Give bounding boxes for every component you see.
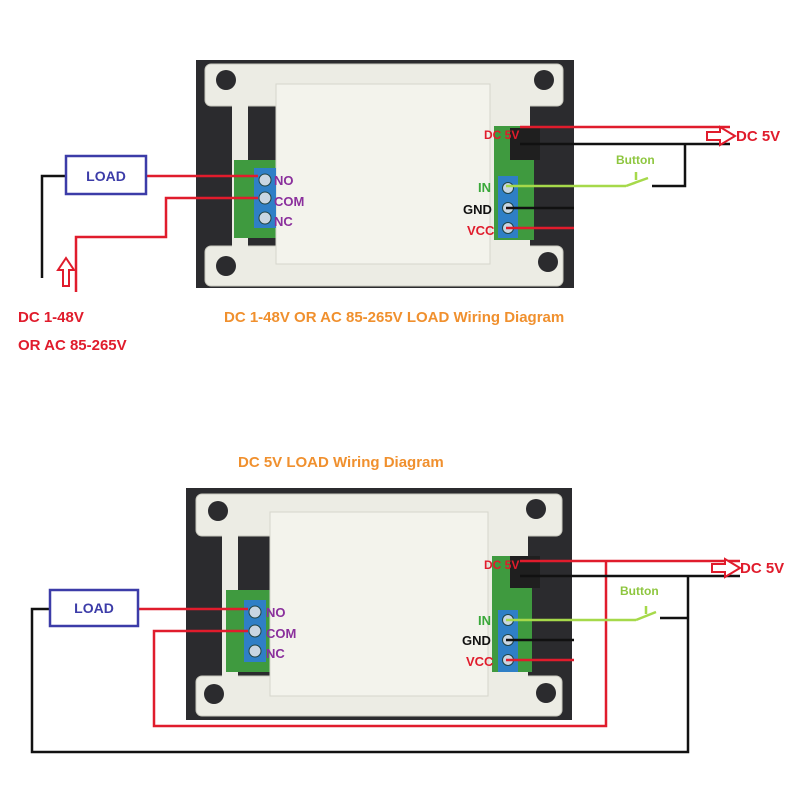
terminal-no-label: NO: [266, 605, 286, 620]
terminal-screw: [248, 605, 262, 619]
mounting-hole: [534, 70, 554, 90]
load-label: LOAD: [74, 600, 114, 616]
in-label: IN: [478, 180, 491, 195]
gnd-label: GND: [463, 202, 492, 217]
diagram-1: LOAD NO COM NC DC 5V IN GND VCC Button D…: [18, 60, 780, 354]
wire-load-return: [40, 174, 66, 278]
relay-module-2: [186, 488, 572, 720]
dc-input-label: DC 5V: [484, 558, 519, 572]
button-switch-lever: [635, 610, 657, 622]
diagram-2: DC 5V LOAD Wiring Diagram: [30, 454, 784, 754]
button-label: Button: [616, 153, 655, 167]
diagram-1-title: DC 1-48V OR AC 85-265V LOAD Wiring Diagr…: [224, 309, 564, 326]
wires-1: [40, 125, 730, 292]
terminal-com-label: COM: [274, 194, 304, 209]
wire-com-loop: [152, 561, 608, 728]
load-label: LOAD: [86, 168, 126, 184]
mounting-hole: [526, 499, 546, 519]
terminal-screw: [502, 182, 514, 194]
dc-input-label: DC 5V: [484, 128, 519, 142]
wire-button-return: [652, 144, 687, 188]
mounting-hole: [208, 501, 228, 521]
terminal-screw: [248, 644, 262, 658]
load-box: [48, 588, 140, 628]
supply-arrow-icon: [56, 256, 76, 287]
button-label: Button: [620, 584, 659, 598]
terminal-screw: [248, 624, 262, 638]
wire-load-return: [30, 576, 690, 754]
vcc-label: VCC: [467, 223, 495, 238]
relay-cover: [269, 511, 489, 697]
terminal-no-label: NO: [274, 173, 294, 188]
in-label: IN: [478, 613, 491, 628]
terminal-screw: [258, 191, 272, 205]
gnd-label: GND: [462, 633, 491, 648]
dc5v-arrow-icon: [711, 557, 742, 579]
supply-label-line2: OR AC 85-265V: [18, 337, 127, 354]
vcc-label: VCC: [466, 654, 494, 669]
terminal-nc-label: NC: [274, 214, 293, 229]
relay-module-1: [196, 60, 574, 288]
mounting-hole: [204, 684, 224, 704]
terminal-nc-label: NC: [266, 646, 285, 661]
mounting-hole: [216, 256, 236, 276]
button-switch-lever: [625, 176, 649, 188]
load-box: [64, 154, 148, 196]
mounting-hole: [536, 683, 556, 703]
terminal-screw: [258, 173, 272, 187]
dc5v-supply-label: DC 5V: [736, 128, 780, 145]
mounting-hole: [216, 70, 236, 90]
diagram-2-title: DC 5V LOAD Wiring Diagram: [238, 454, 444, 471]
supply-label-line1: DC 1-48V: [18, 309, 84, 326]
terminal-screw: [258, 211, 272, 225]
relay-cover: [275, 83, 491, 265]
dc5v-supply-label: DC 5V: [740, 560, 784, 577]
terminal-com-label: COM: [266, 626, 296, 641]
dc5v-arrow-icon: [706, 125, 737, 147]
wire-com: [74, 196, 258, 292]
mounting-hole: [538, 252, 558, 272]
wires-2: [30, 559, 740, 754]
